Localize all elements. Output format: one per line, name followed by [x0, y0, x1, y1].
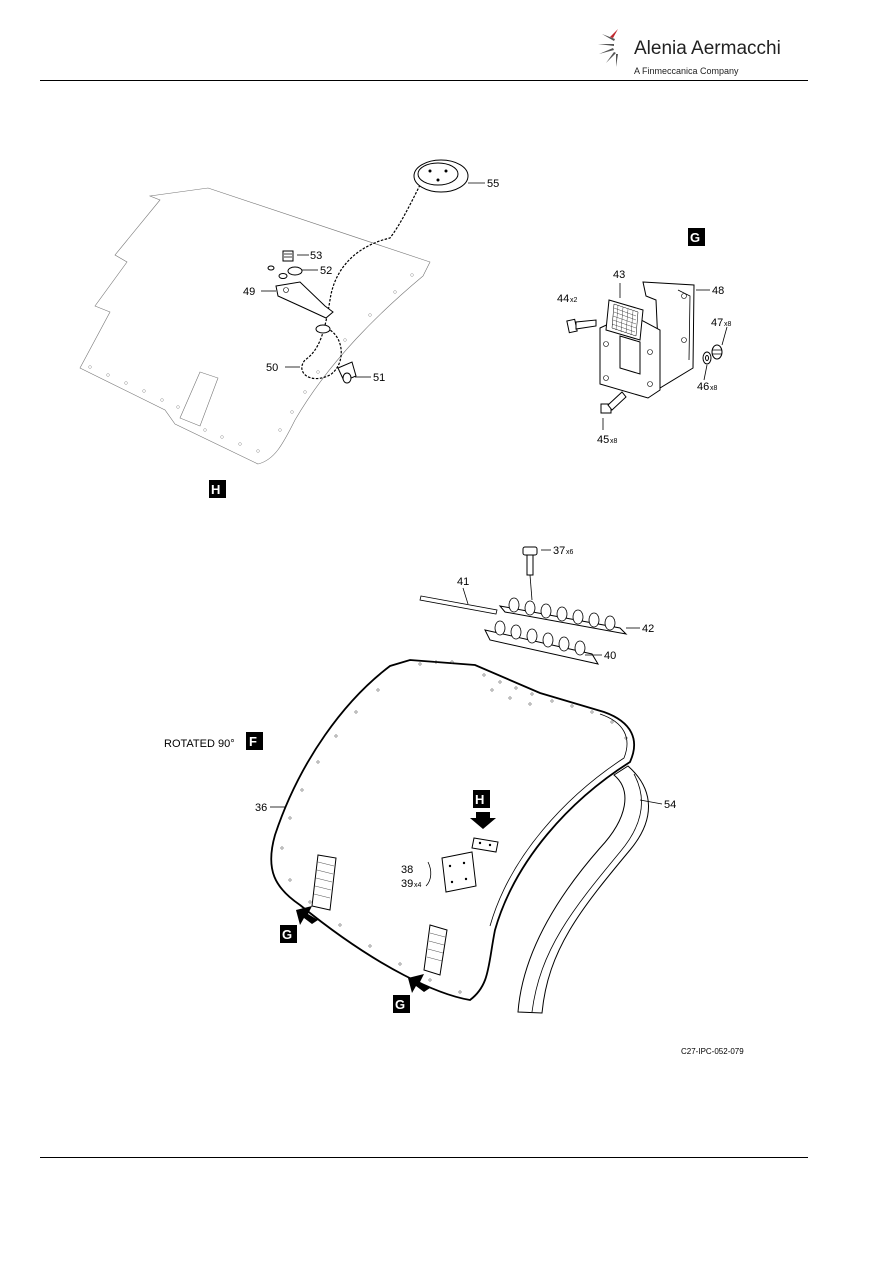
screw-53 [282, 250, 294, 262]
callout-42: 42 [642, 623, 654, 635]
callout-39-qty: x4 [414, 882, 422, 889]
nut-47 [711, 344, 723, 360]
callout-47: 47 [711, 317, 723, 329]
washer-52 [267, 265, 303, 279]
callout-45: 45 [597, 434, 609, 446]
arrow-h-icon [470, 812, 496, 829]
callout-48: 48 [712, 285, 724, 297]
footer-rule [40, 1157, 808, 1158]
hinge-pad-right [423, 924, 448, 976]
callout-52: 52 [320, 265, 332, 277]
company-logo: Alenia Aermacchi A Finmeccanica Company [596, 22, 796, 82]
callout-36: 36 [255, 802, 267, 814]
arrow-g-left-icon [296, 906, 318, 925]
callout-50: 50 [266, 362, 278, 374]
callout-49: 49 [243, 286, 255, 298]
svg-text:F: F [249, 734, 257, 749]
company-name: Alenia Aermacchi [634, 38, 781, 59]
callout-40: 40 [604, 650, 616, 662]
doubler-38 [441, 851, 477, 893]
seal-54 [517, 765, 649, 1014]
fairing-panel-36 [270, 659, 635, 1001]
callout-45-qty: x8 [610, 438, 618, 445]
callout-37: 37 [553, 545, 565, 557]
callout-37-qty: x6 [566, 549, 574, 556]
chain [301, 184, 421, 380]
hinge-pin-41 [419, 595, 498, 615]
view-tag-f: F [246, 732, 263, 750]
hinge-40 [484, 620, 600, 665]
callout-44-qty: x2 [570, 297, 578, 304]
callout-51: 51 [373, 372, 385, 384]
callout-44: 44 [557, 293, 569, 305]
callout-53: 53 [310, 250, 322, 262]
logo-mark-icon [598, 29, 618, 67]
callout-41: 41 [457, 576, 469, 588]
header-rule [40, 80, 808, 81]
figure-code: C27-IPC-052-079 [681, 1047, 744, 1056]
bolt-45 [600, 391, 627, 414]
callout-46-qty: x8 [710, 385, 718, 392]
svg-text:H: H [211, 482, 220, 497]
rotated-note: ROTATED 90° [164, 738, 235, 750]
pin-51 [337, 361, 357, 384]
view-tag-h-top: H [209, 480, 226, 498]
view-tag-g-top: G [688, 228, 705, 246]
bracket-49 [275, 281, 334, 334]
bolt-44 [566, 318, 597, 334]
callout-46: 46 [697, 381, 709, 393]
callout-39: 39 [401, 878, 413, 890]
svg-text:G: G [282, 927, 292, 942]
company-subtitle: A Finmeccanica Company [634, 66, 739, 76]
view-h-panel [79, 187, 431, 465]
callout-54: 54 [664, 799, 676, 811]
view-tag-g-right: G [393, 995, 410, 1013]
view-g-fitting [599, 281, 695, 399]
hinge-42 [498, 597, 628, 635]
callout-47-qty: x8 [724, 321, 732, 328]
svg-text:H: H [475, 792, 484, 807]
washer-46 [702, 351, 712, 365]
callout-38: 38 [401, 864, 413, 876]
arrow-g-right-icon [408, 974, 430, 993]
view-tag-g-left: G [280, 925, 297, 943]
receptacle-plate [471, 837, 499, 853]
hinge-pad-left [311, 854, 337, 911]
svg-text:G: G [395, 997, 405, 1012]
cap-55 [413, 159, 469, 193]
callout-55: 55 [487, 178, 499, 190]
view-tag-h-lower: H [473, 790, 490, 808]
svg-text:G: G [690, 230, 700, 245]
callout-43: 43 [613, 269, 625, 281]
screw-37 [522, 546, 538, 601]
